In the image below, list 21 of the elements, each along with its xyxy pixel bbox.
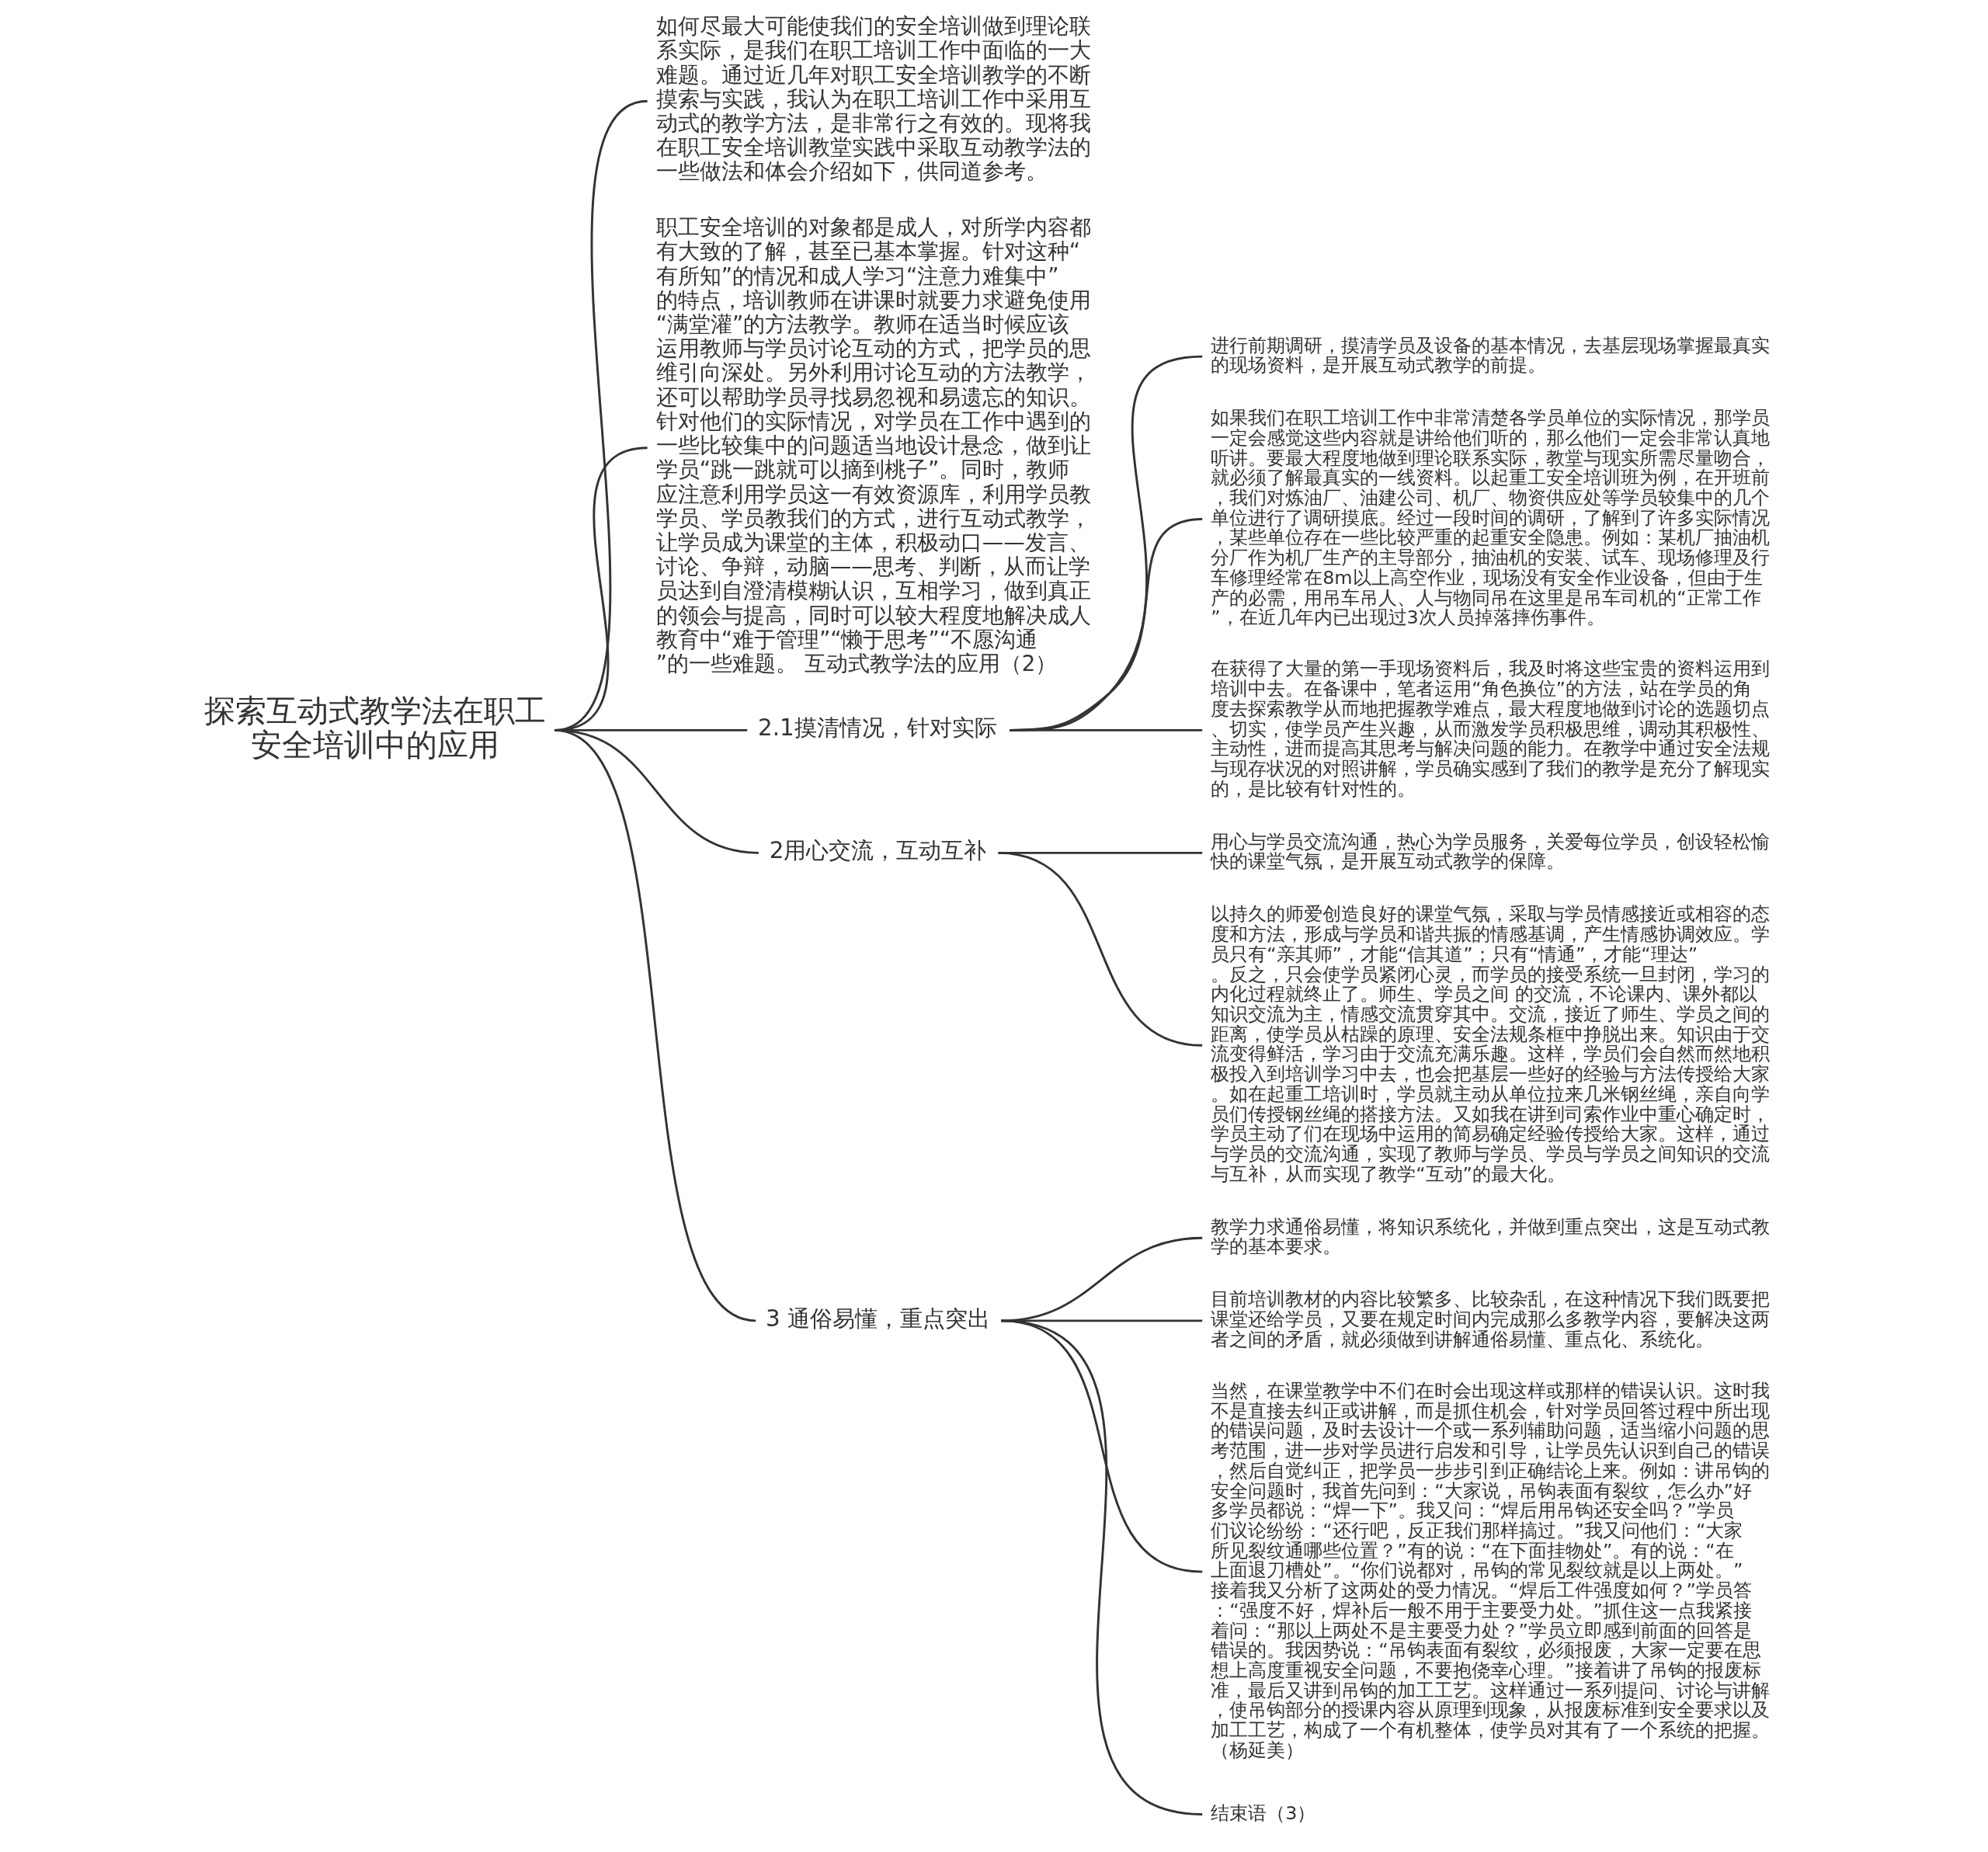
connector — [1010, 355, 1203, 731]
node-text: 用心与学员交流沟通，热心为学员服务，关爱每位学员，创设轻松愉快的课堂气氛，是开展互动式教学的保障。 — [1211, 830, 1771, 873]
node-text: 教学力求通俗易懂，将知识系统化，并做到重点突出，这是互动式教学的基本要求。 — [1211, 1215, 1771, 1258]
node-text: 以持久的师爱创造良好的课堂气氛，采取与学员情感接近或相容的态度和方法，形成与学员和谐共振的情感基调，产生情感协调效应。学员只有“亲其师”，才能“信其道”；只有“情通”，才能“理达”。反之，只会使学员紧闭心灵，而学员的接受系统一旦封闭，学习的内化过程就终止了。师生、学员之间 的交流，不论课内、课外都以知识交流为主，情感交流贯穿其中。交流，接近了师生、学员之间的距离，使学员从枯躁的原理、安全法规条框中挣脱出来。知识由于交流变得鲜活，学习由于交流充满乐趣。这样，学员们会自然而然地积极投入到培训学习中去，也会把基层一些好的经验与方法传授给大家。如在起重工培训时，学员就主动从单位拉来几米钢丝绳，亲自向学员们传授钢丝绳的搭接方法。又如我在讲到司索作业中重心确定时，学员主动了们在现场中运用的简易确定经验传授给大家。这样，通过与学员的交流沟通，实现了教师与学员、学员与学员之间知识的交流与互补，从而实现了教学“互动”的最大化。 — [1211, 903, 1771, 1185]
node-text: 进行前期调研，摸清学员及设备的基本情况，去基层现场掌握最真实的现场资料，是开展互动式教学的前提。 — [1211, 334, 1771, 377]
node-text: 3 通俗易懂，重点突出 — [766, 1305, 991, 1332]
node-text: 2.1摸清情况，针对实际 — [758, 714, 997, 742]
connector — [1010, 728, 1203, 731]
node-text: 如果我们在职工培训工作中非常清楚各学员单位的实际情况，那学员一定会感觉这些内容就是讲给他们听的，那么他们一定会非常认真地听讲。要最大程度地做到理论联系实际，教堂与现实所需尽量吻合，就必须了解最真实的一线资料。以起重工安全培训班为例，在开班前，我们对炼油厂、油建公司、机厂、物资供应处等学员较集中的几个单位进行了调研摸底。经过一段时间的调研，了解到了许多实际情况，某些单位存在一些比较严重的起重安全隐患。例如：某机厂抽油机分厂作为机厂生产的主导部分，抽油机的安装、试车、现场修理及行车修理经常在8m以上高空作业，现场没有安全作业设备，但由于生产的必需，用吊车吊人、人与物同吊在这里是吊车司机的“正常工作”，在近几年内已出现过3次人员掉落摔伤事件。 — [1211, 407, 1771, 629]
connector — [554, 729, 756, 1322]
node-text: 如何尽最大可能使我们的安全培训做到理论联系实际，是我们在职工培训工作中面临的一大难题。通过近几年对职工安全培训教学的不断摸索与实践，我认为在职工培训工作中采用互动式的教学方法，是非常行之有效的。现将我在职工安全培训教堂实践中采取互动教学法的一些做法和体会介绍如下，供同道参考。 — [655, 13, 1091, 184]
node-text: 目前培训教材的内容比较繁多、比较杂乱，在这种情况下我们既要把课堂还给学员，又要在规定时间内完成那么多教学内容，要解决这两者之间的矛盾，就必须做到讲解通俗易懂、重点化、系统化。 — [1211, 1288, 1771, 1350]
node-text: 在获得了大量的第一手现场资料后，我及时将这些宝贵的资料运用到培训中去。在备课中，笔者运用“角色换位”的方法，站在学员的角度去探索教学从而地把握教学难点，最大程度地做到讨论的选题切点、切实，使学员产生兴趣，从而激发学员积极思维，调动其积极性、主动性，进而提高其思考与解决问题的能力。在教学中通过安全法规与现存状况的对照讲解，学员确实感到了我们的教学是充分了解现实的，是比较有针对性的。 — [1211, 658, 1771, 800]
connector — [1010, 518, 1203, 731]
connector — [1000, 1319, 1203, 1816]
node-text: 2用心交流，互动互补 — [769, 837, 987, 864]
node-text: 职工安全培训的对象都是成人，对所学内容都有大致的了解，甚至已基本掌握。针对这种“有所知”的情况和成人学习“注意力难集中”的特点，培训教师在讲课时就要力求避免使用“满堂灌”的方法教学。教师在适当时候应该运用教师与学员讨论互动的方式，把学员的思维引向深处。另外利用讨论互动的方法教学，还可以帮助学员寻找易忽视和易遗忘的知识。针对他们的实际情况，对学员在工作中遇到的一些比较集中的问题适当地设计悬念，做到让学员“跳一跳就可以摘到桃子”。同时，教师应注意利用学员这一有效资源库，利用学员教学员、学员教我们的方式，进行互动式教学，让学员成为课堂的主体，积极动口——发言、讨论、争辩，动脑——思考、判断，从而让学员达到自澄清模糊认识，互相学习，做到真正的领会与提高，同时可以较大程度地解决成人教育中“难于管理”“懒于思考”“不愿沟通”的一些难题。 互动式教学法的应用（2） — [655, 214, 1091, 676]
connector — [998, 851, 1203, 1047]
node-text: 当然，在课堂教学中不们在时会出现这样或那样的错误认识。这时我不是直接去纠正或讲解，而是抓住机会，针对学员回答过程中所出现的错误问题，及时去设计一个或一系列辅助问题，适当缩小问题的思考范围，进一步对学员进行启发和引导，让学员先认识到自己的错误，然后自觉纠正，把学员一步步引到正确结论上来。例如：讲吊钩的安全问题时，我首先问到：“大家说，吊钩表面有裂纹，怎么办”好多学员都说：“焊一下”。我又问：“焊后用吊钩还安全吗？”学员们议论纷纷：“还行吧，反正我们那样搞过。”我又问他们：“大家所见裂纹通哪些位置？”有的说：“在下面挂物处”。有的说：“在上面退刀槽处”。“你们说都对，吊钩的常见裂纹就是以上两处。”接着我又分析了这两处的受力情况。“焊后工件强度如何？”学员答：“强度不好，焊补后一般不用于主要受力处。”抓住这一点我紧接着问：“那以上两处不是主要受力处？”学员立即感到前面的回答是错误的。我因势说：“吊钩表面有裂纹，必须报废，大家一定要在思想上高度重视安全问题，不要抱侥幸心理。”接着讲了吊钩的报废标准，最后又讲到吊钩的加工工艺。这样通过一系列提问、讨论与讲解，使吊钩部分的授课内容从原理到现象，从报废标准到安全要求以及加工工艺，构成了一个有机整体，使学员对其有了一个系统的把握。（杨延美） — [1211, 1379, 1771, 1761]
node-text: 结束语（3） — [1211, 1802, 1316, 1824]
node-text: 探索互动式教学法在职工安全培训中的应用 — [203, 691, 546, 763]
